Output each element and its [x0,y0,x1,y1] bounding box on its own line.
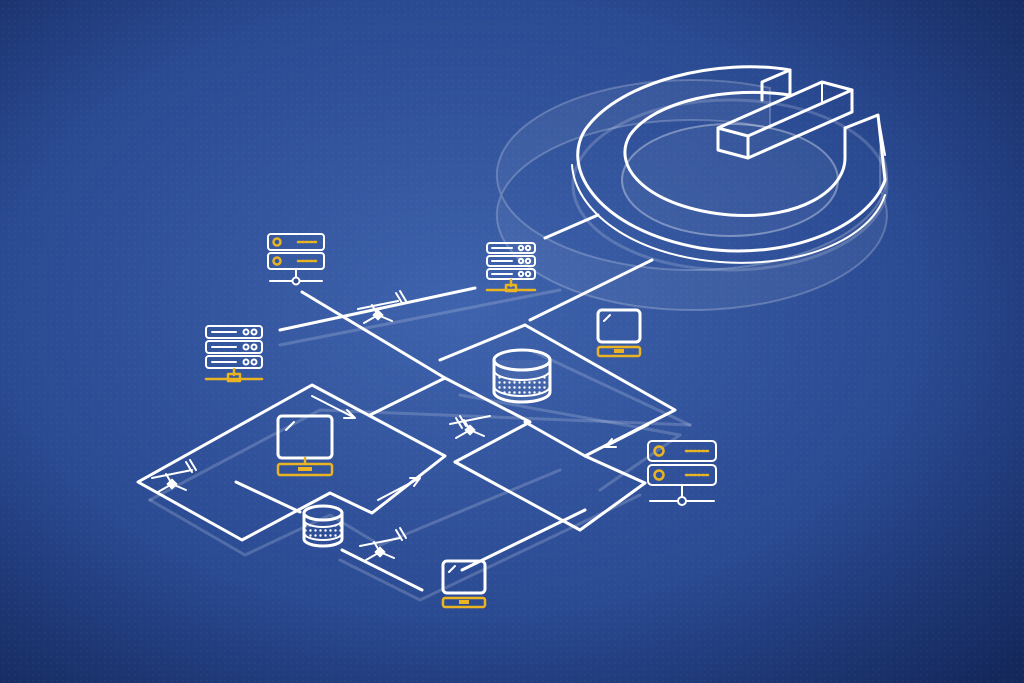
server-rack-icon [204,325,264,383]
monitor-icon [596,308,642,358]
power-bar [716,80,854,160]
monitor-icon [441,559,487,609]
server-rack-icon [647,440,717,506]
power-button-icon [495,65,889,312]
server-rack-icon [267,233,325,286]
database-icon [492,348,552,404]
grid-shadow [148,288,692,602]
arrow-icon [311,395,649,501]
network-grid [136,213,677,592]
monitor-icon [276,414,334,477]
server-rack-icon [485,242,537,293]
database-icon [302,504,344,548]
